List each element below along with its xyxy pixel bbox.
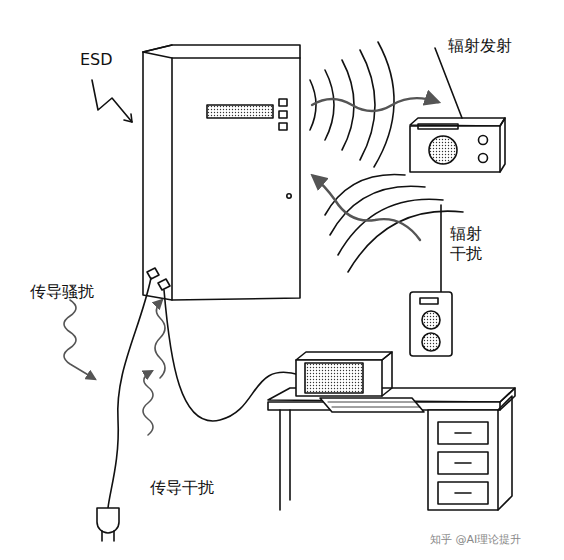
watermark: 知乎 @AI理论提升 — [430, 533, 521, 546]
esd-label: ESD — [80, 50, 113, 69]
emission-label: 辐射发射 — [448, 36, 512, 55]
conducted-emission-label: 传导骚扰 — [30, 282, 94, 301]
interference-label: 辐射干扰 — [450, 224, 484, 264]
conducted-interference-label: 传导干扰 — [150, 478, 214, 497]
